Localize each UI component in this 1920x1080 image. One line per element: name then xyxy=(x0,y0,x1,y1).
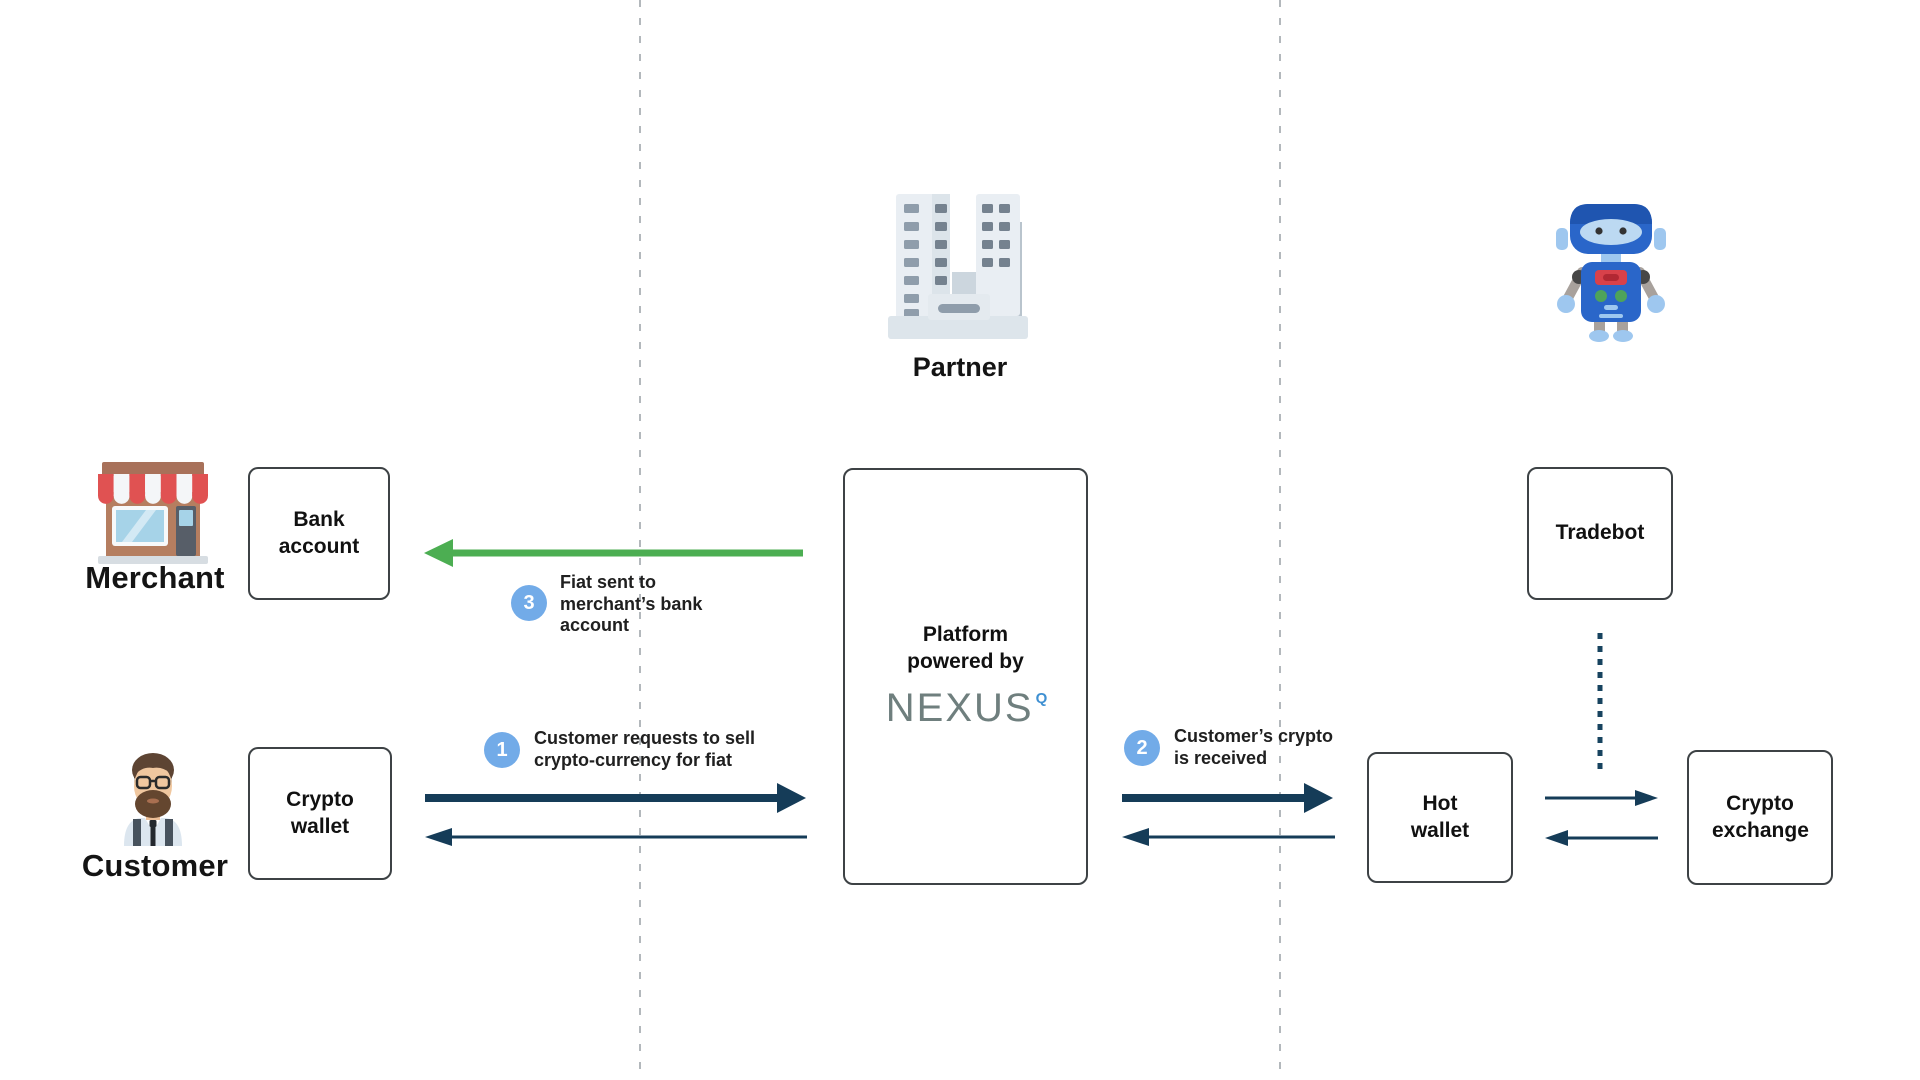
arrow-platform-to-wallet xyxy=(425,828,807,846)
office-building-icon xyxy=(888,194,1028,339)
storefront-icon xyxy=(88,462,218,564)
arrow-hotwallet-to-exchange xyxy=(1545,790,1658,806)
partner-heading: Partner xyxy=(912,352,1008,382)
crypto-wallet-box: Crypto wallet xyxy=(248,747,392,880)
step-3-label: Fiat sent to merchant’s bank account xyxy=(560,572,703,636)
hot-wallet-box: Hot wallet xyxy=(1367,752,1513,883)
robot-icon xyxy=(1556,192,1666,342)
crypto-wallet-label: Crypto wallet xyxy=(286,787,354,838)
arrow-hotwallet-to-platform xyxy=(1122,828,1335,846)
merchant-heading: Merchant xyxy=(85,560,225,595)
arrow-platform-to-hotwallet xyxy=(1122,783,1333,813)
person-avatar-icon xyxy=(120,740,186,846)
crypto-exchange-label: Crypto exchange xyxy=(1712,791,1809,842)
step-1-badge: 1 xyxy=(484,732,520,768)
crypto-exchange-box: Crypto exchange xyxy=(1687,750,1833,885)
step-3-badge: 3 xyxy=(511,585,547,621)
tradebot-label: Tradebot xyxy=(1555,521,1645,545)
arrow-exchange-to-hotwallet xyxy=(1545,830,1658,846)
arrow-platform-to-bank xyxy=(424,539,803,567)
step-1-label: Customer requests to sell crypto-currenc… xyxy=(534,728,756,770)
nexus-logo-mark: Q xyxy=(1035,689,1048,707)
tradebot-box: Tradebot xyxy=(1527,467,1673,600)
step-2-badge: 2 xyxy=(1124,730,1160,766)
bank-account-box: Bank account xyxy=(248,467,390,600)
bank-account-label: Bank account xyxy=(278,507,360,558)
arrow-wallet-to-platform xyxy=(425,783,806,813)
platform-label: Platform powered by xyxy=(907,623,1024,673)
hot-wallet-label: Hot wallet xyxy=(1410,791,1470,842)
customer-heading: Customer xyxy=(81,848,229,883)
step-2-label: Customer’s crypto is received xyxy=(1174,726,1334,768)
